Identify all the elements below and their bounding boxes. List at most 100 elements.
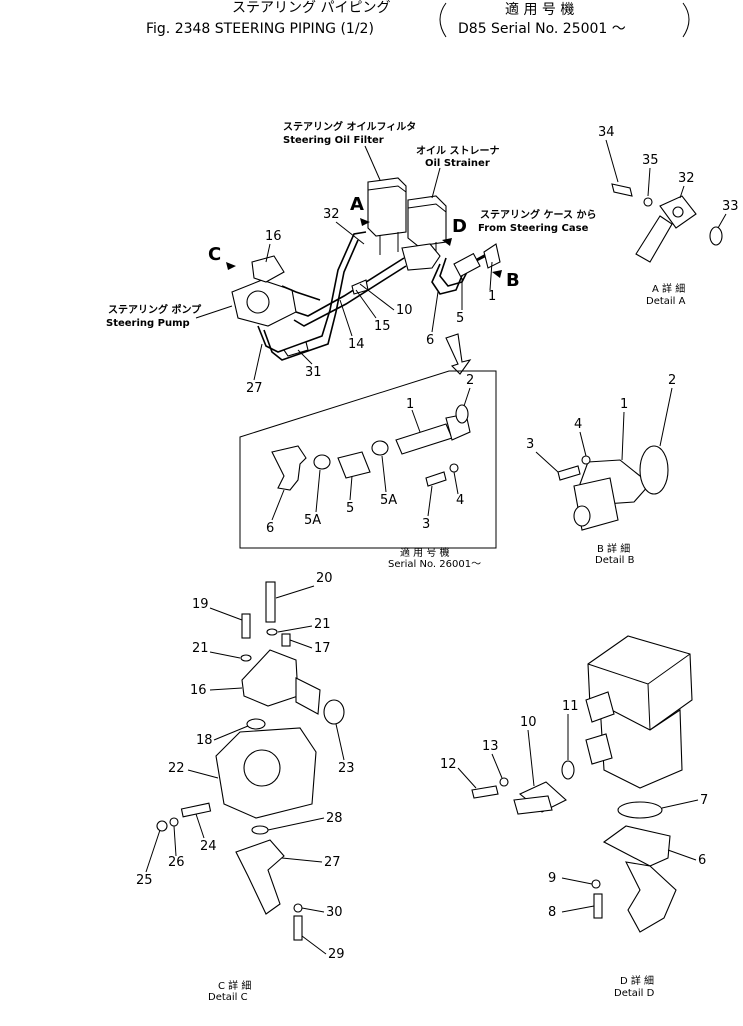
detail-b-callout-3: 3 — [526, 437, 534, 452]
pump-label: Steering Pump — [106, 318, 190, 329]
detail-c-oring-18 — [246, 718, 266, 730]
inset-detail: 2 1 5A 5 5A 6 4 3 適 用 号 機 Serial No. 260… — [239, 370, 497, 570]
view-b-letter: B — [506, 270, 520, 291]
callout-15: 15 — [374, 319, 391, 334]
detail-b-washer-4 — [581, 455, 591, 465]
view-a-letter: A — [350, 194, 364, 215]
hose-5 — [453, 252, 481, 278]
jp-title: ステアリング パイピング — [232, 0, 390, 16]
detail-b-oring-2 — [639, 445, 669, 495]
detail-c-callout-27: 27 — [324, 855, 341, 870]
detail-c-callout-16: 16 — [190, 683, 207, 698]
detail-c-callout-21b: 21 — [314, 617, 331, 632]
inset-clamp-5a — [313, 454, 331, 470]
detail-d-callout-7: 7 — [700, 793, 708, 808]
detail-c-washer-21 — [240, 654, 252, 662]
view-d-letter: D — [452, 216, 467, 237]
detail-d-label: Detail D — [614, 988, 655, 999]
flange-1 — [483, 243, 501, 269]
oil-filter-drawing — [367, 177, 407, 255]
detail-d-bolt-8 — [593, 893, 603, 919]
manifold-block — [401, 243, 441, 271]
detail-c-bolt-29 — [293, 915, 303, 941]
detail-d-port-2 — [585, 733, 613, 765]
from-case-label: From Steering Case — [478, 223, 589, 234]
detail-c-flange-27 — [235, 839, 285, 915]
detail-c-callout-24: 24 — [200, 839, 217, 854]
inset-serial-jp: 適 用 号 機 — [400, 546, 450, 559]
callout-31: 31 — [305, 365, 322, 380]
serial-left-paren — [439, 2, 447, 38]
callout-5: 5 — [456, 311, 464, 326]
callout-6: 6 — [426, 333, 434, 348]
inset-frame — [239, 370, 497, 549]
detail-c-washer-21b — [266, 628, 278, 636]
detail-c-callout-26: 26 — [168, 855, 185, 870]
detail-c-callout-19: 19 — [192, 597, 209, 612]
detail-d: 11 10 13 12 7 6 9 8 D 詳 細 Detail D — [440, 635, 708, 999]
detail-a-callout-35: 35 — [642, 153, 659, 168]
detail-b-label-jp: B 詳 細 — [597, 542, 630, 555]
inset-hose-5 — [337, 451, 371, 479]
callout-27: 27 — [246, 381, 263, 396]
inset-elbow-6 — [271, 445, 307, 491]
inset-oring-2 — [455, 404, 469, 424]
detail-a-callout-33: 33 — [722, 199, 739, 214]
detail-d-washer-13 — [499, 777, 509, 787]
detail-b-pipe-end — [573, 505, 591, 527]
callout-32: 32 — [323, 207, 340, 222]
detail-c-callout-17: 17 — [314, 641, 331, 656]
detail-c-washer-26 — [169, 817, 179, 827]
inset-callout-5: 5 — [346, 501, 354, 516]
leader — [431, 167, 441, 199]
callout-10: 10 — [396, 303, 413, 318]
inset-washer-4 — [449, 463, 459, 473]
detail-d-elbow-6 — [625, 861, 677, 933]
detail-d-washer-9 — [591, 879, 601, 889]
serial-range: D85 Serial No. 25001 ～ — [458, 21, 626, 37]
detail-c-callout-25: 25 — [136, 873, 153, 888]
detail-d-tube-10 — [513, 795, 553, 815]
detail-d-callout-8: 8 — [548, 905, 556, 920]
detail-a-callout-34: 34 — [598, 125, 615, 140]
detail-d-flange-6 — [602, 825, 671, 867]
detail-d-port — [585, 691, 615, 723]
inset-callout-5a: 5A — [304, 513, 321, 528]
detail-c-oring-28 — [251, 825, 269, 835]
inset-clamp-5a-2 — [371, 440, 389, 456]
detail-d-callout-10: 10 — [520, 715, 537, 730]
main-callouts: 16 32 10 15 14 27 31 6 5 1 — [246, 207, 496, 396]
detail-d-housing-body — [599, 703, 683, 789]
figure-title: Fig. 2348 STEERING PIPING (1/2) — [146, 21, 374, 37]
inset-pipe-1 — [395, 423, 453, 455]
detail-c-plug-17 — [281, 633, 291, 647]
oil-strainer-label: Oil Strainer — [425, 158, 490, 169]
inset-callout-5a-2: 5A — [380, 493, 397, 508]
detail-c-callout-21: 21 — [192, 641, 209, 656]
detail-a-tube — [635, 215, 673, 263]
header: ステアリング パイピング Fig. 2348 STEERING PIPING (… — [146, 0, 690, 38]
detail-d-bolt-12 — [471, 785, 499, 799]
detail-d-callout-12: 12 — [440, 757, 457, 772]
view-c-letter: C — [208, 244, 221, 265]
steering-pump-drawing — [231, 255, 297, 327]
callout-1: 1 — [488, 289, 496, 304]
detail-b-callout-2: 2 — [668, 373, 676, 388]
detail-c-pump-port — [243, 749, 281, 787]
detail-d-callout-6: 6 — [698, 853, 706, 868]
detail-a-oring-33 — [709, 226, 723, 246]
detail-a-washer-35 — [643, 197, 653, 207]
detail-b: 2 1 4 3 B 詳 細 Detail B — [526, 373, 676, 566]
detail-a-label: Detail A — [646, 296, 686, 307]
main-assembly: ステアリング オイルフィルタ Steering Oil Filter オイル ス… — [106, 120, 596, 396]
detail-c-elbow-outlet — [295, 677, 321, 715]
inset-callout-3: 3 — [422, 517, 430, 532]
detail-b-callout-4: 4 — [574, 417, 582, 432]
detail-d-label-jp: D 詳 細 — [620, 974, 654, 987]
serial-jp: 適 用 号 機 — [505, 1, 574, 18]
oil-strainer-label-jp: オイル ストレーナ — [416, 145, 499, 157]
inset-bolt-3 — [425, 471, 447, 487]
detail-b-callout-1: 1 — [620, 397, 628, 412]
detail-d-callout-13: 13 — [482, 739, 499, 754]
